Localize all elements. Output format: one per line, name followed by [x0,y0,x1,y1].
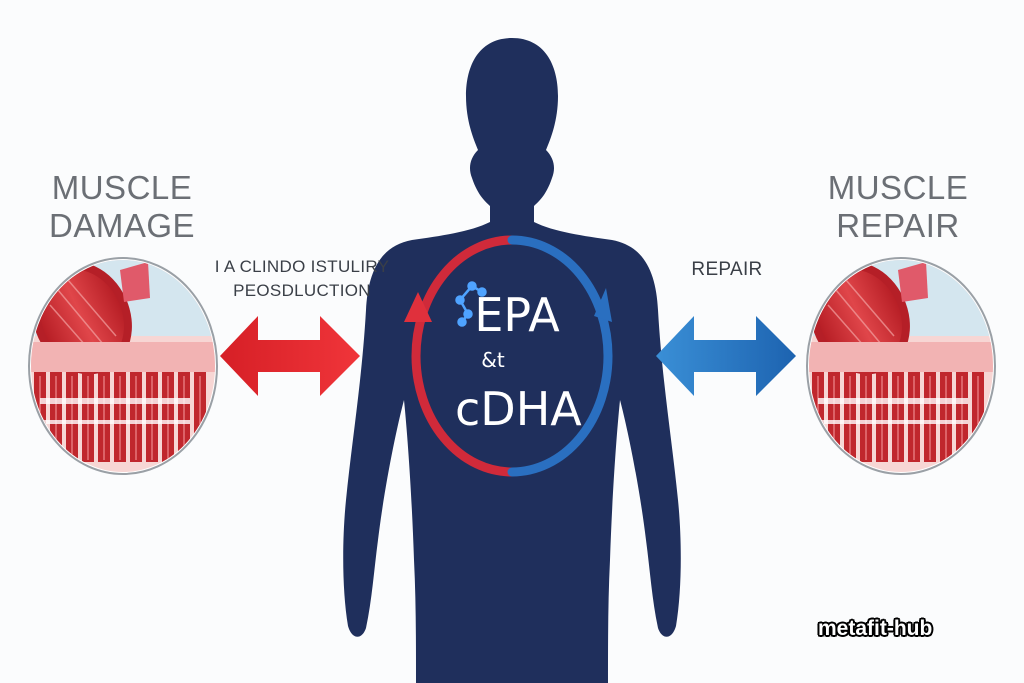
muscle-damage-title: MUSCLE DAMAGE [42,169,202,245]
molecule-icon [455,281,487,327]
title-line: REPAIR [836,207,960,244]
double-arrow-icon [656,316,796,396]
double-arrow-icon [220,316,360,396]
caption-line: PEOSDLUCTION [233,281,371,300]
left-caption: I A CLINDO ISTULIRY PEOSDLUCTION [212,255,392,303]
ampersand-label: &t [481,348,505,372]
watermark: metafit-hub [818,617,933,640]
title-line: MUSCLE [827,169,969,206]
human-silhouette-icon [343,38,681,683]
cycle-arrows-icon [404,235,613,477]
dha-label: cDHA [455,382,582,436]
muscle-tissue-icon [28,257,218,475]
epa-label: EPA [474,288,560,342]
right-caption: REPAIR [691,259,763,280]
title-line: DAMAGE [48,207,196,244]
title-line: MUSCLE [51,169,193,206]
muscle-tissue-icon [806,257,996,475]
muscle-repair-title: MUSCLE REPAIR [818,169,978,245]
caption-line: I A CLINDO ISTULIRY [214,257,390,276]
